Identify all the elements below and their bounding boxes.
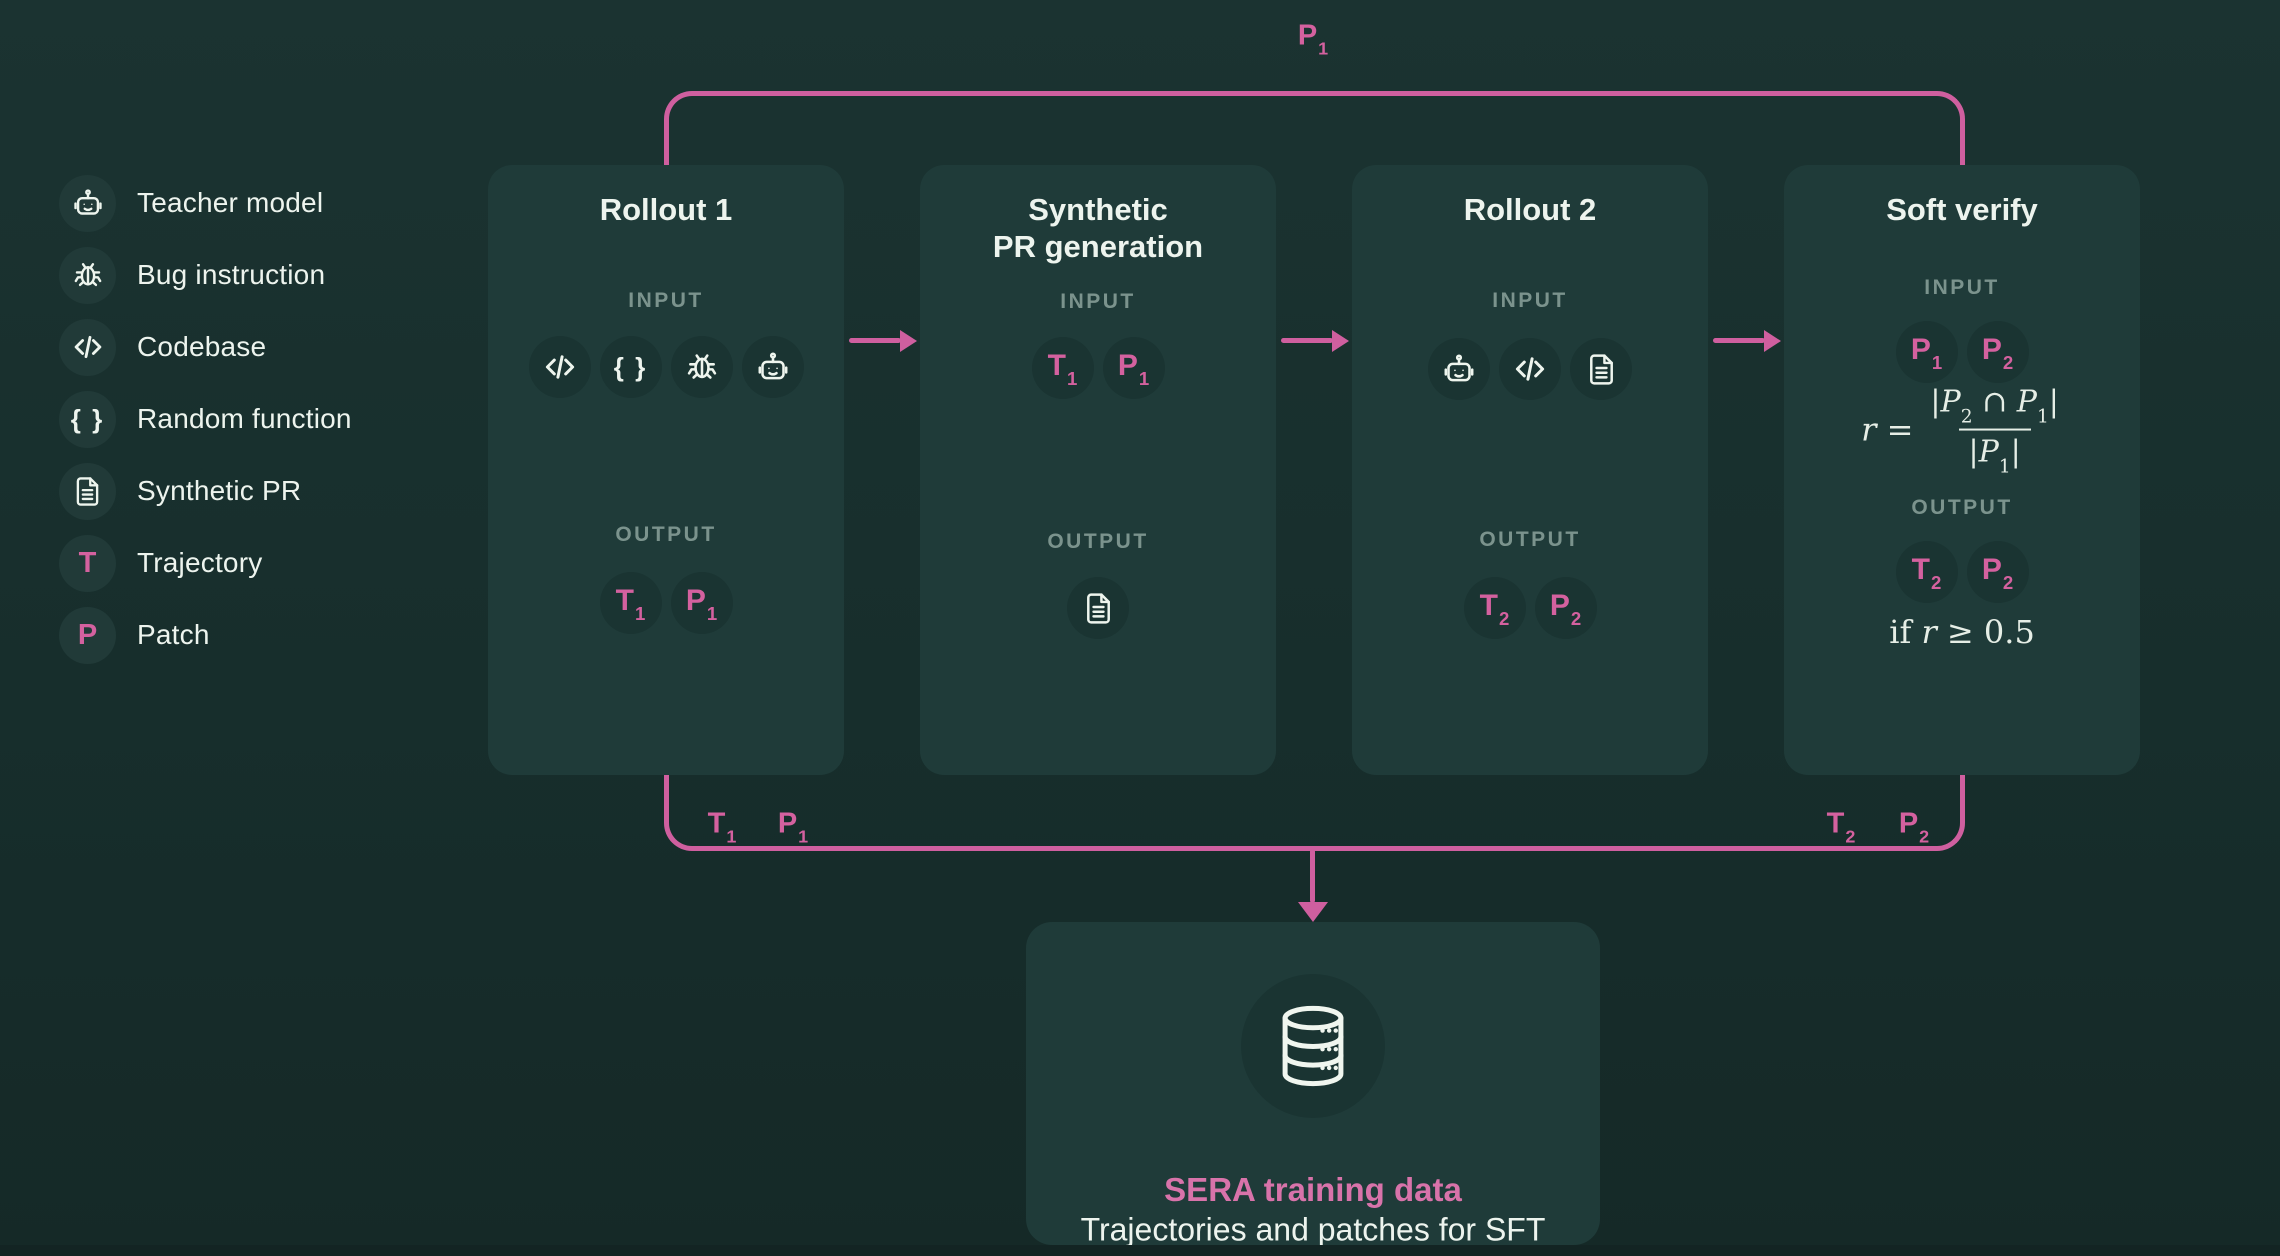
arrow-rollout2-to-softverify: [1713, 338, 1765, 343]
token-chip-p2: P2: [1966, 541, 2029, 603]
token-chip-p1: P1: [1895, 321, 1958, 383]
card-title: Rollout 2: [1463, 192, 1597, 227]
token-chip-p1: P1: [1102, 337, 1165, 399]
output-row: T2 P2: [1784, 541, 2140, 603]
legend-item-random-function: { } Random function: [59, 383, 352, 455]
legend-item-patch: P Patch: [59, 599, 352, 671]
card-soft-verify: Soft verify INPUT P1 P2 r = |P2 ∩ P1| |P…: [1784, 165, 2140, 775]
random-function-icon: { }: [59, 390, 116, 448]
input-row: T1 P1: [920, 337, 1276, 399]
database-icon: [1241, 974, 1385, 1118]
input-label: INPUT: [1924, 276, 2000, 299]
legend-item-codebase: Codebase: [59, 311, 352, 383]
teacher-model-icon: [1428, 338, 1490, 400]
collector-label-p1: P1: [777, 807, 809, 847]
output-row: T2 P2: [1352, 577, 1708, 639]
synthetic-pr-icon: [1570, 338, 1632, 400]
p1-loop-label: P1: [1297, 19, 1329, 59]
sink-subtitle: Trajectories and patches for SFT: [1080, 1211, 1546, 1248]
patch-badge: P: [59, 606, 116, 664]
input-label: INPUT: [628, 289, 704, 312]
token-chip-p2: P2: [1966, 321, 2029, 383]
card-title: Rollout 1: [599, 192, 733, 227]
token-chip-t2: T2: [1463, 577, 1526, 639]
trajectory-badge: T: [59, 534, 116, 592]
legend-label: Patch: [137, 619, 210, 650]
legend-item-bug-instruction: Bug instruction: [59, 239, 352, 311]
codebase-icon: [59, 318, 116, 376]
input-label: INPUT: [1060, 290, 1136, 313]
card-rollout-1: Rollout 1 INPUT { } OUTPUT T1 P1: [488, 165, 844, 775]
random-function-icon: { }: [599, 336, 662, 398]
sink-title: SERA training data: [1164, 1171, 1462, 1208]
input-row: P1 P2: [1784, 321, 2140, 383]
legend: Teacher model Bug instruction Codebase {…: [59, 167, 352, 671]
bug-instruction-icon: [59, 246, 116, 304]
collector-label-t1: T1: [707, 807, 737, 847]
synthetic-pr-icon: [1067, 577, 1129, 639]
token-chip-t2: T2: [1895, 541, 1958, 603]
output-label: OUTPUT: [1047, 530, 1149, 553]
token-chip-p2: P2: [1534, 577, 1597, 639]
token-chip-p1: P1: [670, 572, 733, 634]
arrow-prgen-to-rollout2: [1281, 338, 1333, 343]
legend-label: Random function: [137, 403, 352, 434]
output-collector-line: [664, 775, 1965, 851]
legend-label: Synthetic PR: [137, 475, 302, 506]
card-rollout-2: Rollout 2 INPUT OUTPUT T2 P2: [1352, 165, 1708, 775]
overlap-ratio-formula: r = |P2 ∩ P1| |P1|: [1861, 384, 2059, 478]
output-label: OUTPUT: [615, 523, 717, 546]
collector-label-t2: T2: [1826, 807, 1856, 847]
bottom-edge-strip: [0, 1245, 2280, 1256]
merge-arrow-head: [1298, 902, 1328, 922]
p1-feedback-line: [664, 91, 1965, 165]
collector-label-p2: P2: [1898, 807, 1930, 847]
legend-item-trajectory: T Trajectory: [59, 527, 352, 599]
teacher-model-icon: [741, 336, 804, 398]
input-row: { }: [488, 336, 844, 398]
merge-arrow-stem: [1310, 849, 1315, 903]
token-chip-t1: T1: [1031, 337, 1094, 399]
synthetic-pr-icon: [59, 462, 116, 520]
teacher-model-icon: [59, 174, 116, 232]
card-title: Soft verify: [1886, 192, 2038, 227]
input-label: INPUT: [1492, 289, 1568, 312]
legend-item-teacher-model: Teacher model: [59, 167, 352, 239]
codebase-icon: [1499, 338, 1561, 400]
output-label: OUTPUT: [1479, 528, 1581, 551]
codebase-icon: [528, 336, 591, 398]
legend-label: Codebase: [137, 331, 267, 362]
legend-label: Trajectory: [137, 547, 263, 578]
bug-instruction-icon: [670, 336, 733, 398]
output-row: [920, 577, 1276, 639]
output-label: OUTPUT: [1911, 496, 2013, 519]
legend-item-synthetic-pr: Synthetic PR: [59, 455, 352, 527]
token-chip-t1: T1: [599, 572, 662, 634]
input-row: [1352, 338, 1708, 400]
acceptance-condition: if r ≥ 0.5: [1889, 613, 2035, 651]
legend-label: Bug instruction: [137, 259, 326, 290]
arrow-rollout1-to-prgen: [849, 338, 901, 343]
output-row: T1 P1: [488, 572, 844, 634]
sera-training-data-box: SERA training data Trajectories and patc…: [1026, 922, 1600, 1248]
legend-label: Teacher model: [137, 187, 324, 218]
